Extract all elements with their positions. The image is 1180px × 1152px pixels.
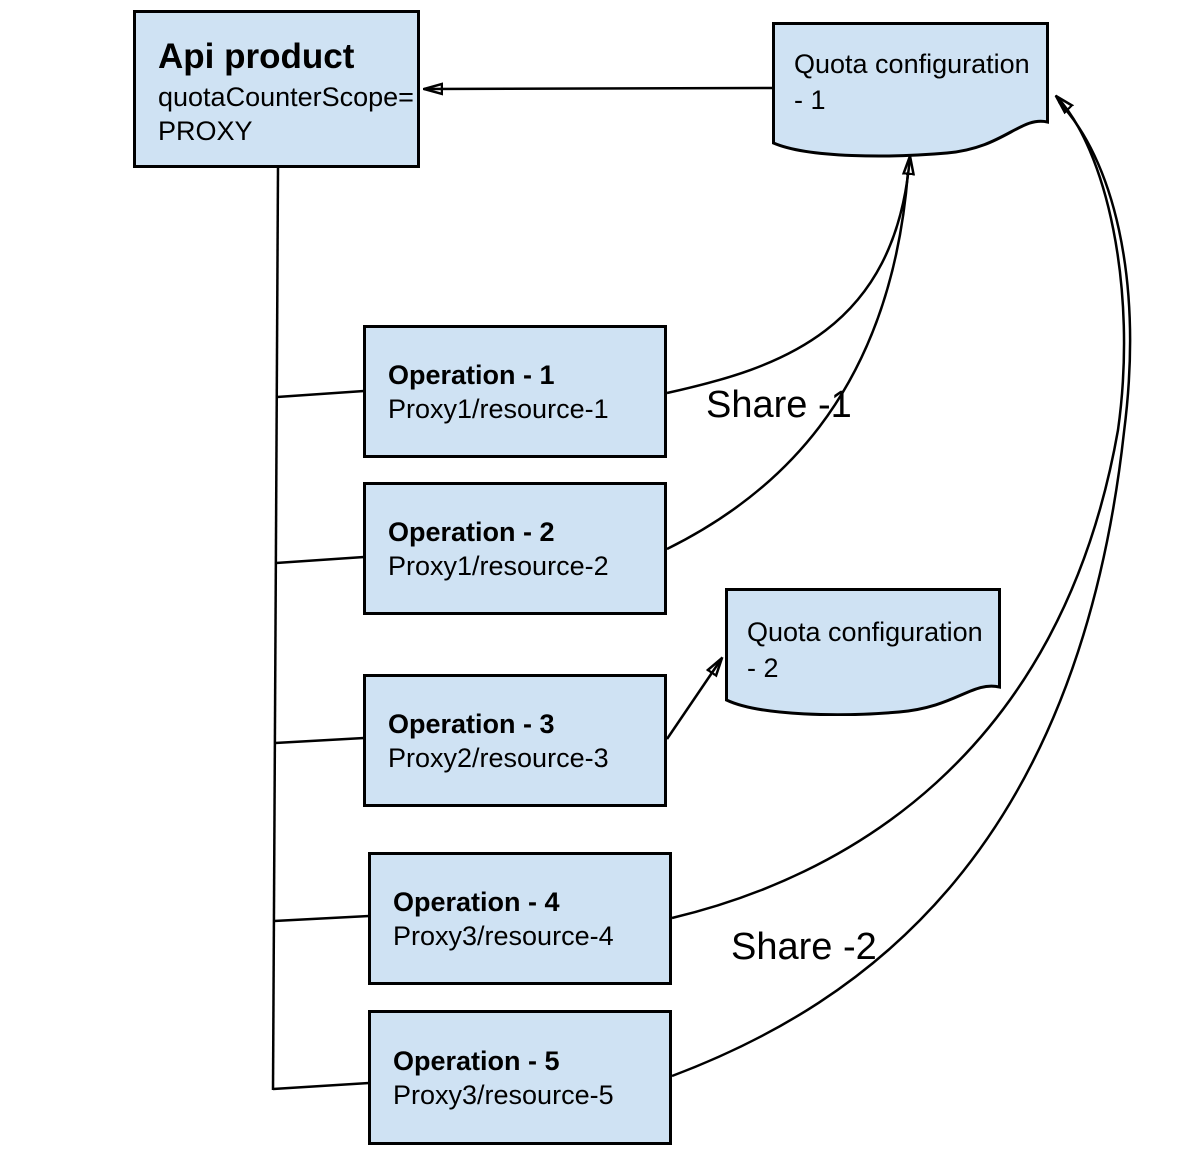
share-1-label: Share -1: [706, 384, 852, 426]
quota-config-2-label: Quota configuration - 2: [747, 617, 983, 683]
quota-config-2-shape: Quota configuration - 2: [725, 588, 1001, 716]
edge-branch-operation-3: [274, 736, 365, 745]
edge-branch-operation-1: [276, 389, 365, 399]
api-product-scope-line2: PROXY: [158, 116, 253, 146]
operation-3-path: Proxy2/resource-3: [388, 742, 609, 773]
edge-share1-operation2-to-quota1: [666, 171, 910, 551]
operation-2-path: Proxy1/resource-2: [388, 550, 609, 581]
operation-1-path: Proxy1/resource-1: [388, 393, 609, 424]
operation-5-title: Operation - 5: [393, 1045, 560, 1076]
api-product-scope-line1: quotaCounterScope=: [158, 82, 414, 112]
operation-3-box: Operation - 3 Proxy2/resource-3: [363, 674, 667, 807]
edge-branch-operation-4: [273, 914, 370, 923]
operation-4-title: Operation - 4: [393, 886, 560, 917]
operation-5-path: Proxy3/resource-5: [393, 1079, 614, 1110]
operation-4-path: Proxy3/resource-4: [393, 920, 614, 951]
operation-5-box: Operation - 5 Proxy3/resource-5: [368, 1010, 672, 1145]
edge-share2-operation5-to-quota1: [671, 101, 1132, 1078]
document-shape-icon: [772, 22, 1049, 158]
operation-3-title: Operation - 3: [388, 708, 555, 739]
quota-config-1-shape: Quota configuration - 1: [772, 22, 1049, 158]
edge-share2-operation4-to-quota1: [671, 96, 1126, 920]
edge-branch-operation-2: [275, 555, 365, 565]
api-product-title: Api product: [158, 37, 355, 76]
operation-2-title: Operation - 2: [388, 516, 555, 547]
operation-1-title: Operation - 1: [388, 359, 555, 390]
operation-1-box: Operation - 1 Proxy1/resource-1: [363, 325, 667, 458]
document-shape-icon: [725, 588, 1001, 716]
share-2-label: Share -2: [731, 926, 877, 968]
edge-share1-operation1-to-quota1: [666, 156, 910, 395]
operation-4-box: Operation - 4 Proxy3/resource-4: [368, 852, 672, 985]
quota-config-1-label: Quota configuration - 1: [794, 49, 1030, 115]
edge-api-product-trunk: [271, 166, 280, 1091]
api-product-box: Api product quotaCounterScope= PROXY: [133, 10, 420, 168]
edge-quota1-to-api-product-arrow: [424, 88, 773, 89]
edge-branch-operation-5: [272, 1081, 370, 1091]
edge-operation3-to-quota2-arrow: [665, 658, 722, 740]
operation-2-box: Operation - 2 Proxy1/resource-2: [363, 482, 667, 615]
